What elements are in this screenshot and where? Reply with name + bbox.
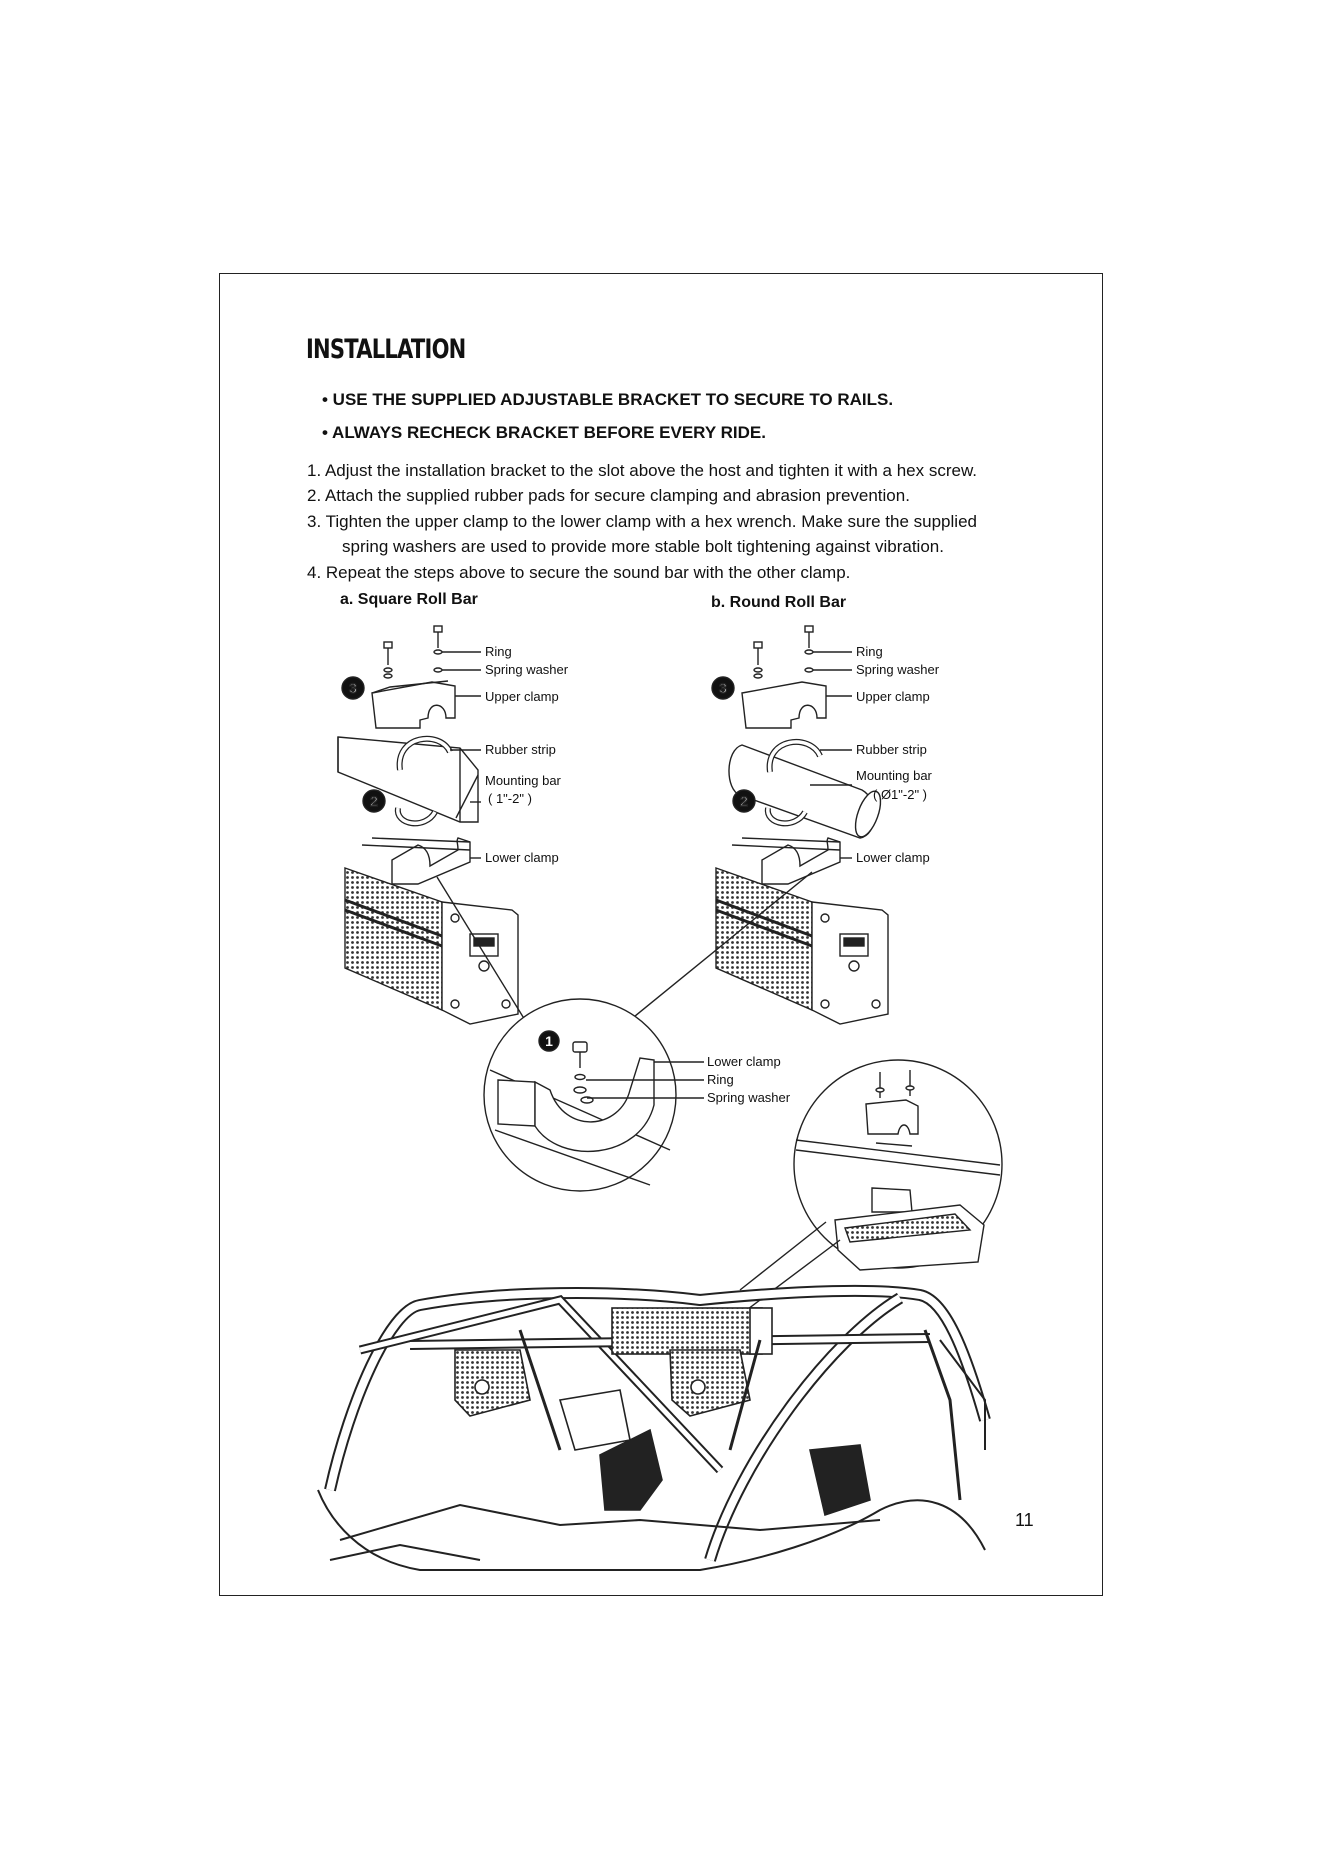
square-mounting-bar-label: Mounting bar [485,773,562,788]
square-bolt-right-icon [433,625,443,673]
page-title: INSTALLATION [306,334,466,365]
round-step3-badge: 3 [719,680,727,696]
square-lower-clamp-label: Lower clamp [485,850,559,865]
square-sound-bar [344,837,519,1025]
square-bolt-left-icon [383,641,393,679]
round-mounting-bar-label: Mounting bar [856,768,933,783]
detail-ring-label: Ring [707,1072,734,1087]
square-roll-bar-heading: a. Square Roll Bar [340,591,478,608]
round-lower-clamp-label: Lower clamp [856,850,930,865]
round-size-label: ( Ø1"-2" ) [873,787,927,802]
square-lower-clamp [391,837,471,885]
round-sound-bar [715,837,889,1025]
round-step2-badge: 2 [740,793,748,809]
round-upper-clamp-label: Upper clamp [856,689,930,704]
square-roll-bar-exploded-view: 3 2 [337,625,519,1025]
mounted-speaker-detail-view [711,1059,1003,1337]
round-spring-washer-label: Spring washer [856,662,940,677]
detail-step1-badge: 1 [545,1033,553,1049]
page-number: 11 [1015,1510,1034,1530]
round-upper-clamp [741,681,827,729]
square-upper-clamp [371,681,456,729]
page-frame [219,273,1103,1596]
utv-left-speaker-icon [454,1349,531,1417]
utv-vehicle-illustration [317,1284,991,1571]
speaker-bolt-icon [875,1070,915,1098]
lower-clamp-detail-view [436,871,813,1192]
round-rubber-strip-label: Rubber strip [856,742,927,757]
square-ring-label: Ring [485,644,512,659]
round-roll-bar-exploded-view: 3 2 [711,625,889,1025]
step-3: 3. Tighten the upper clamp to the lower … [307,512,977,531]
bullet-bracket: • USE THE SUPPLIED ADJUSTABLE BRACKET TO… [322,390,894,409]
round-ring-label: Ring [856,644,883,659]
step-2: 2. Attach the supplied rubber pads for s… [307,486,910,505]
square-upper-clamp-label: Upper clamp [485,689,559,704]
detail-bolt-icon [572,1041,588,1068]
square-step3-badge: 3 [349,680,357,696]
round-bolt-right-icon [804,625,814,673]
square-size-label: ( 1"-2" ) [488,791,532,806]
step-4: 4. Repeat the steps above to secure the … [307,563,851,582]
square-spring-washer-label: Spring washer [485,662,569,677]
utv-right-speaker-icon [669,1349,751,1417]
detail-lower-clamp-label: Lower clamp [707,1054,781,1069]
round-lower-clamp [761,837,841,885]
square-step2-badge: 2 [370,793,378,809]
round-bolt-left-icon [753,641,763,679]
step-3-continued: spring washers are used to provide more … [342,537,944,556]
step-1: 1. Adjust the installation bracket to th… [307,461,978,480]
round-roll-bar-heading: b. Round Roll Bar [711,594,847,611]
detail-spring-washer-label: Spring washer [707,1090,791,1105]
bullet-recheck: • ALWAYS RECHECK BRACKET BEFORE EVERY RI… [322,423,766,442]
square-rubber-strip-label: Rubber strip [485,742,556,757]
